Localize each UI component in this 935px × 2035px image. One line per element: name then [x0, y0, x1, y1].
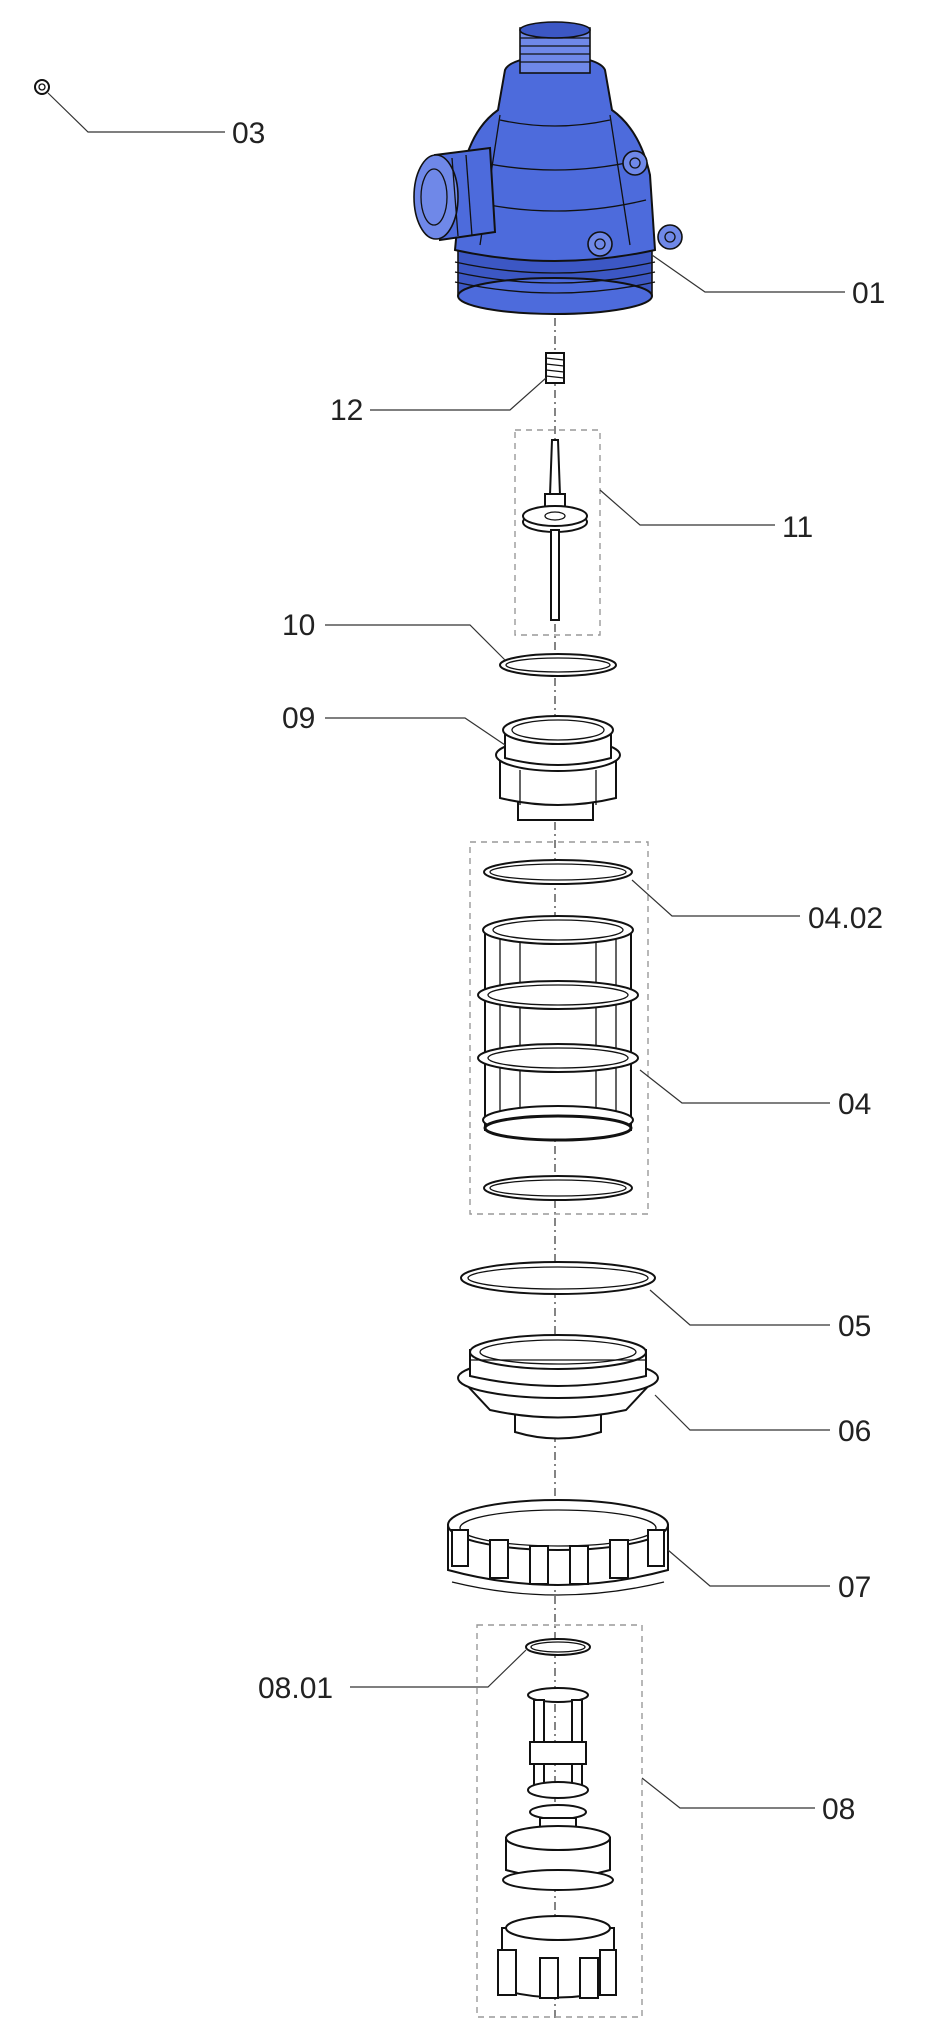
group-box-04	[469, 841, 649, 1215]
part-04-02-o-ring: 04.02	[483, 859, 883, 935]
label-05: 05	[838, 1310, 871, 1343]
label-08: 08	[822, 1793, 855, 1826]
label-10: 10	[282, 609, 315, 642]
label-06: 06	[838, 1415, 871, 1448]
label-08-01: 08.01	[258, 1672, 333, 1705]
label-11: 11	[782, 511, 813, 544]
label-03: 03	[232, 117, 265, 150]
part-01-housing: 01	[413, 21, 885, 315]
label-04: 04	[838, 1088, 871, 1121]
label-12: 12	[330, 394, 363, 427]
part-08-cartridge: 08	[497, 1687, 855, 1999]
part-10-o-ring: 10	[282, 609, 617, 677]
part-04-screen-cage: 04	[477, 915, 871, 1201]
part-12-spring: 12	[330, 352, 565, 427]
part-11-valve-stem: 11	[514, 429, 813, 636]
part-09-valve-seat: 09	[282, 702, 621, 821]
label-04-02: 04.02	[808, 902, 883, 935]
part-05-large-o-ring: 05	[460, 1261, 871, 1343]
group-box-08	[476, 1624, 643, 2018]
part-06-bowl-cap: 06	[457, 1334, 871, 1448]
group-box-11	[514, 429, 601, 636]
label-09: 09	[282, 702, 315, 735]
part-03-cap: 03	[34, 79, 265, 150]
part-08-01-small-o-ring: 08.01	[258, 1638, 591, 1705]
part-07-ring-nut: 07	[447, 1499, 871, 1604]
label-07: 07	[838, 1571, 871, 1604]
label-01: 01	[852, 277, 885, 310]
